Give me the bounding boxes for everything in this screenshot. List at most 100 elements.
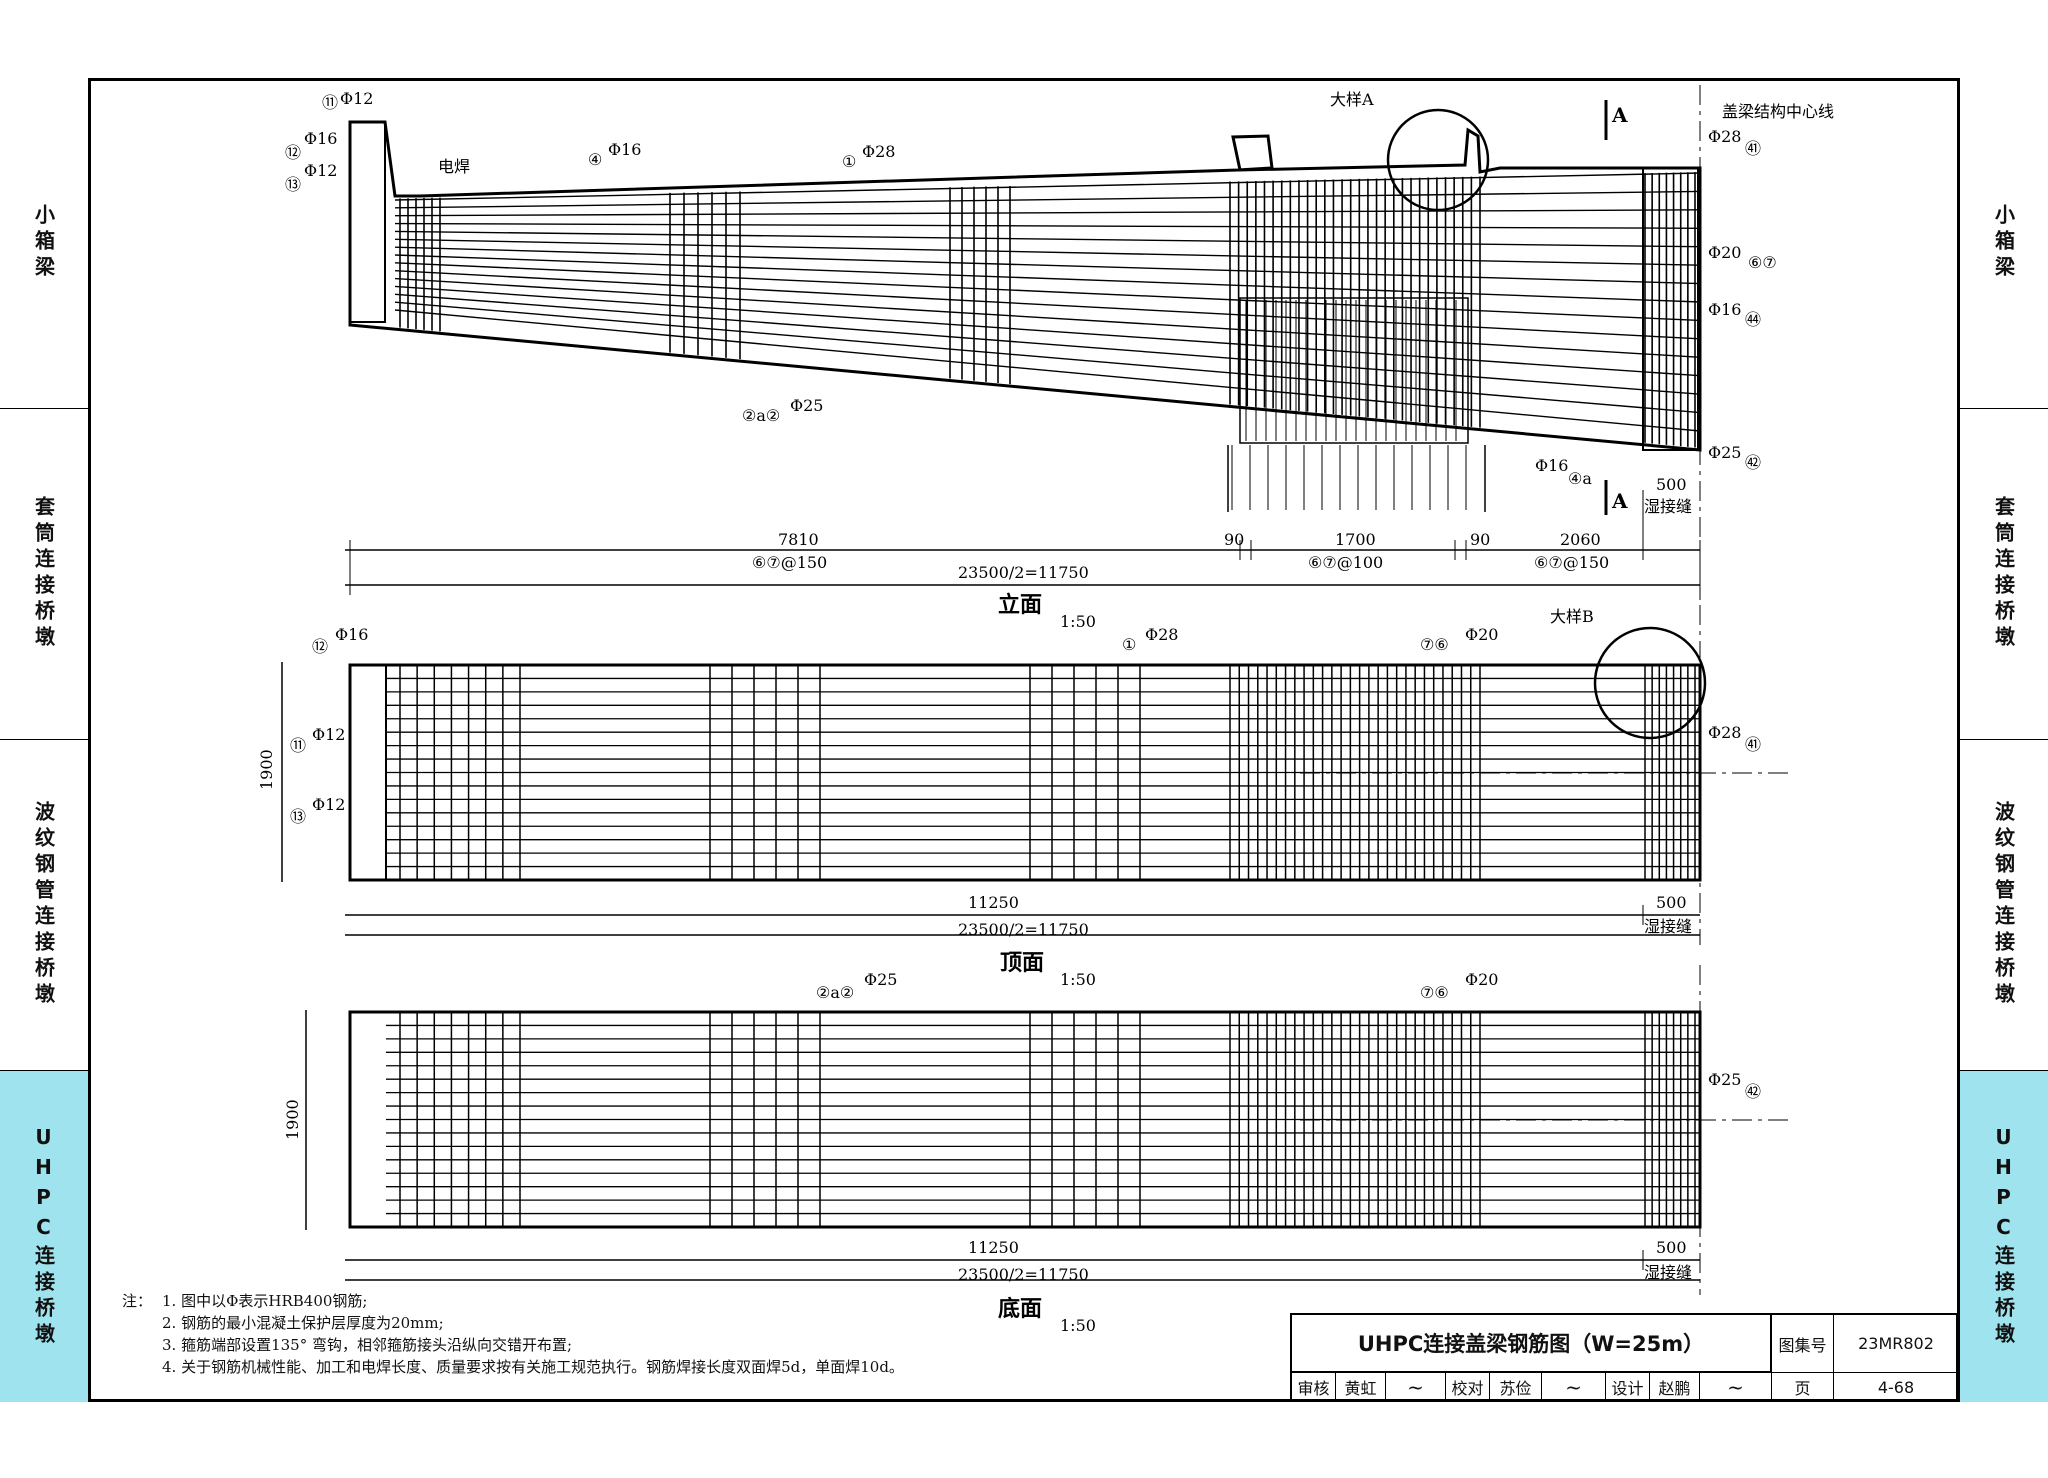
notes: 注：1. 图中以Φ表示HRB400钢筋; 2. 钢筋的最小混凝土保护层厚度为20… <box>122 1290 904 1378</box>
side-tab-label: 波纹钢管连接桥墩 <box>1991 801 2016 1009</box>
label-r12-bar: Φ16 <box>335 625 368 644</box>
bottom-labels: ②a② Φ25 ⑦⑥ Φ20 Φ25 ㊷ 1900 11250 500 2350… <box>283 970 1761 1335</box>
dim-joint: 500 <box>1656 475 1687 494</box>
note-item: 4. 关于钢筋机械性能、加工和电焊长度、质量要求按有关施工规范执行。钢筋焊接长度… <box>162 1358 904 1376</box>
label-wet-joint: 湿接缝 <box>1644 497 1692 516</box>
dim-d3: 2060 <box>1560 530 1601 549</box>
side-tab-label: 小箱梁 <box>1991 204 2016 282</box>
end-block <box>349 121 386 323</box>
reviewer-signature: ~ <box>1386 1373 1446 1401</box>
label-r11-bar: Φ12 <box>340 89 373 108</box>
longitudinal-bar <box>394 209 1701 217</box>
label-r67: ⑥⑦ <box>1748 253 1777 272</box>
section-mark-top: A <box>1611 103 1628 127</box>
dim-d2b: 90 <box>1470 530 1490 549</box>
label-detail-b: 大样B <box>1550 607 1594 626</box>
side-tab-small-box-girder-right[interactable]: 小箱梁 <box>1960 78 2048 409</box>
longitudinal-bar <box>394 254 1701 303</box>
label-r11: ⑪ <box>322 93 338 112</box>
side-tab-uhpc-pier-right[interactable]: UHPC连接桥墩 <box>1960 1071 2048 1402</box>
label-r42-bar: Φ25 <box>1708 1070 1741 1089</box>
dim-d1: 7810 <box>778 530 819 549</box>
detail-b-circle <box>1593 626 1707 740</box>
view-title-plan: 顶面 <box>1000 950 1044 976</box>
elevation-labels: ⑪ Φ12 ⑫ Φ16 ⑬ Φ12 电焊 ④ Φ16 ① Φ28 ②a② Φ25… <box>285 89 1834 631</box>
note-item: 2. 钢筋的最小混凝土保护层厚度为20mm; <box>162 1314 444 1332</box>
view-scale-elevation: 1:50 <box>1060 612 1096 631</box>
detail-a-circle <box>1386 108 1490 212</box>
side-tab-uhpc-pier[interactable]: UHPC连接桥墩 <box>0 1071 88 1402</box>
dim-d2-note: ⑥⑦@100 <box>1308 553 1383 572</box>
review-label: 审核 <box>1292 1373 1336 1401</box>
label-r2-bar: Φ25 <box>864 970 897 989</box>
side-tab-label: 套筒连接桥墩 <box>1991 496 2016 652</box>
plan-view <box>281 605 1790 945</box>
dim-bottom-main: 11250 <box>968 1238 1019 1257</box>
note-item: 1. 图中以Φ表示HRB400钢筋; <box>162 1292 368 1310</box>
longitudinal-bar <box>394 277 1701 358</box>
label-r76-bar: Φ20 <box>1465 625 1498 644</box>
longitudinal-bar <box>394 230 1701 248</box>
dim-d2a: 90 <box>1224 530 1244 549</box>
label-centerline: 盖梁结构中心线 <box>1722 102 1834 121</box>
label-r44: ㊹ <box>1745 310 1761 329</box>
label-r4a: ④a <box>1568 469 1592 488</box>
anchor-cage <box>1239 297 1469 444</box>
longitudinal-bar <box>394 293 1701 395</box>
label-r4-bar: Φ16 <box>608 140 641 159</box>
label-plan-wet-joint: 湿接缝 <box>1644 917 1692 936</box>
side-tab-label: 套筒连接桥墩 <box>31 496 56 652</box>
label-r44-bar: Φ16 <box>1708 300 1741 319</box>
elevation-view <box>345 85 1702 600</box>
dim-bottom-width: 1900 <box>283 1099 302 1140</box>
label-r41: ㊶ <box>1745 735 1761 754</box>
side-tab-corrugated-pier[interactable]: 波纹钢管连接桥墩 <box>0 740 88 1071</box>
longitudinal-bar <box>394 238 1701 266</box>
dim-d2: 1700 <box>1335 530 1376 549</box>
label-r12: ⑫ <box>312 637 328 656</box>
dim-bottom-total: 23500/2=11750 <box>958 1265 1089 1284</box>
label-r11: ⑪ <box>290 736 306 755</box>
drawing-title: UHPC连接盖梁钢筋图（W=25m） <box>1292 1315 1772 1373</box>
designer-signature: ~ <box>1700 1373 1772 1401</box>
checker-name: 苏俭 <box>1490 1373 1542 1401</box>
label-r2: ②a② <box>816 983 854 1002</box>
note-item: 3. 箍筋端部设置135° 弯钩，相邻箍筋接头沿纵向交错开布置; <box>162 1336 573 1354</box>
page-number: 4-68 <box>1877 1377 1915 1397</box>
dim-plan-total: 23500/2=11750 <box>958 920 1089 939</box>
side-tab-sleeve-pier[interactable]: 套筒连接桥墩 <box>0 409 88 740</box>
label-weld: 电焊 <box>438 157 470 176</box>
side-tab-corrugated-pier-right[interactable]: 波纹钢管连接桥墩 <box>1960 740 2048 1071</box>
view-scale-bottom: 1:50 <box>1060 1316 1096 1335</box>
side-tab-sleeve-pier-right[interactable]: 套筒连接桥墩 <box>1960 409 2048 740</box>
label-r42: ㊷ <box>1745 453 1761 472</box>
design-label: 设计 <box>1606 1373 1650 1401</box>
view-title-bottom: 底面 <box>998 1296 1042 1322</box>
label-r11-bar: Φ12 <box>312 725 345 744</box>
label-r4a-bar: Φ16 <box>1535 456 1568 475</box>
label-bottom-wet-joint: 湿接缝 <box>1644 1263 1692 1282</box>
label-r42: ㊷ <box>1745 1082 1761 1101</box>
label-r1-bar: Φ28 <box>1145 625 1178 644</box>
dim-d1-note: ⑥⑦@150 <box>752 553 827 572</box>
dim-bottom-joint: 500 <box>1656 1238 1687 1257</box>
longitudinal-bar <box>394 262 1701 322</box>
designer-name: 赵鹏 <box>1650 1373 1700 1401</box>
elevation-outline <box>348 120 1702 452</box>
label-r67-bar: Φ20 <box>1708 243 1741 262</box>
bottom-view <box>305 965 1790 1295</box>
checker-signature: ~ <box>1542 1373 1606 1401</box>
longitudinal-bar <box>394 270 1701 340</box>
side-tab-label: 小箱梁 <box>31 204 56 282</box>
longitudinal-bar <box>394 222 1701 229</box>
reviewer-name: 黄虹 <box>1336 1373 1386 1401</box>
label-r13: ⑬ <box>285 175 301 194</box>
dim-d3-note: ⑥⑦@150 <box>1534 553 1609 572</box>
label-r2-bar: Φ25 <box>790 396 823 415</box>
side-tab-label: 波纹钢管连接桥墩 <box>31 801 56 1009</box>
drawing-frame <box>88 78 1960 1402</box>
side-tab-small-box-girder[interactable]: 小箱梁 <box>0 78 88 409</box>
label-r76: ⑦⑥ <box>1420 983 1449 1002</box>
